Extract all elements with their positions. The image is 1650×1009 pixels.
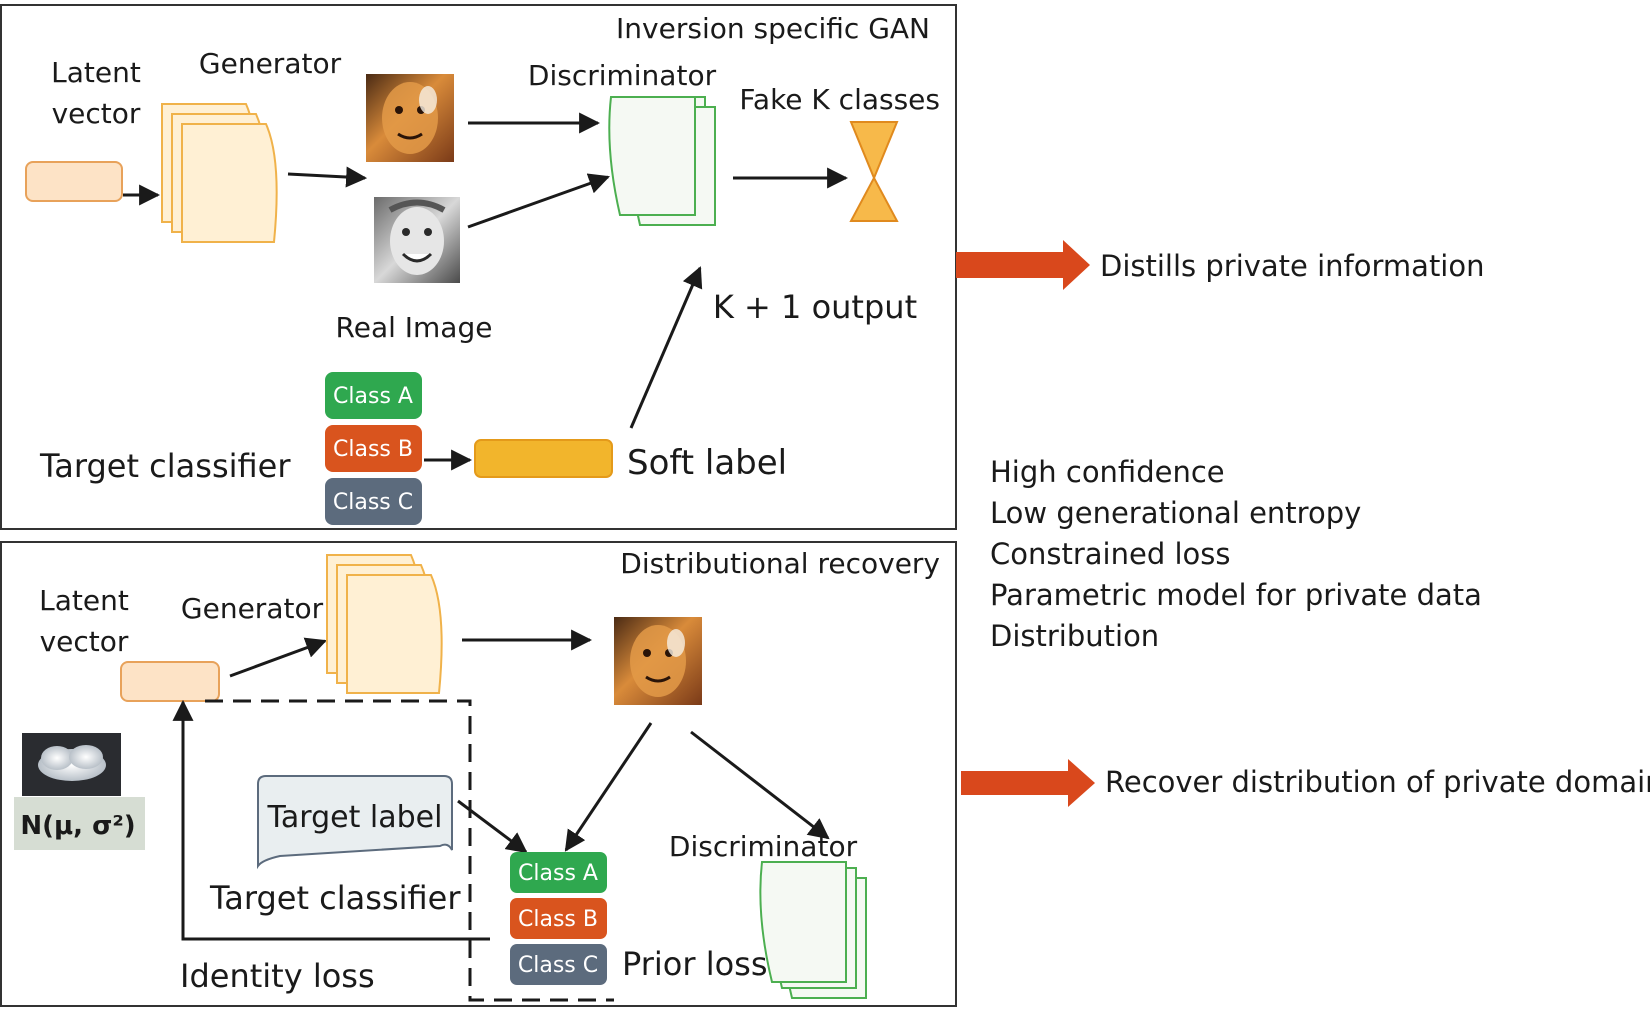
property-item: High confidence — [990, 455, 1225, 489]
bottom-class-a-badge — [510, 852, 607, 893]
top-latent-label-line2: vector — [52, 97, 141, 130]
bottom-target-classifier-label: Target classifier — [209, 879, 461, 917]
bottom-class-b-badge — [510, 898, 607, 939]
distribution-label: N(μ, σ²) — [20, 811, 135, 841]
bottom-class-c-label: Class C — [518, 953, 598, 978]
bottom-class-c-badge — [510, 944, 607, 985]
generated-face-image-top — [366, 74, 454, 162]
top-class-b-badge — [325, 425, 422, 472]
prior-loss-label: Prior loss — [622, 945, 768, 983]
top-discriminator-label: Discriminator — [528, 59, 717, 92]
recover-arrow-icon — [961, 759, 1095, 807]
k-plus-1-output-label: K + 1 output — [713, 288, 917, 326]
real-to-discriminator-arrow — [467, 173, 610, 229]
target-label-text: Target label — [267, 800, 443, 835]
bottom-latent-vector — [120, 661, 220, 702]
bottom-class-b-label: Class B — [518, 907, 598, 932]
bottom-discriminator-stack — [759, 861, 867, 999]
top-class-b-label: Class B — [333, 437, 413, 462]
bottom-panel-frame — [0, 541, 957, 1007]
generated-face-image-bottom — [614, 617, 702, 705]
bottom-latent-to-generator-arrow — [229, 637, 327, 678]
identity-loss-feedback-arrow — [172, 699, 490, 941]
property-item: Low generational entropy — [990, 496, 1362, 530]
top-class-c-badge — [325, 478, 422, 525]
top-panel-title: Inversion specific GAN — [616, 12, 930, 45]
top-generator-to-fake-arrow — [287, 166, 368, 188]
bottom-class-a-label: Class A — [518, 861, 598, 886]
real-image-label: Real Image — [336, 311, 493, 344]
real-face-image — [374, 197, 460, 283]
bottom-generator-stack — [326, 554, 443, 694]
recover-distribution-label: Recover distribution of private domain — [1105, 765, 1650, 799]
top-generator-stack — [161, 103, 278, 243]
top-latent-label-line1: Latent — [51, 56, 141, 89]
target-label-flag — [257, 775, 453, 870]
distills-arrow-icon — [956, 240, 1090, 290]
hourglass-output-icon — [849, 121, 899, 222]
top-discriminator-stack — [608, 96, 716, 226]
distills-private-information-label: Distills private information — [1100, 249, 1485, 283]
property-item: Constrained loss — [990, 537, 1231, 571]
top-class-a-badge — [325, 372, 422, 419]
identity-loss-label: Identity loss — [180, 957, 375, 995]
top-target-classifier-label: Target classifier — [39, 447, 291, 485]
bottom-generator-label: Generator — [181, 592, 324, 625]
top-class-a-label: Class A — [333, 384, 413, 409]
gaussian-cloud-image — [22, 733, 121, 796]
face-to-classifier-arrow — [564, 722, 653, 852]
top-latent-vector — [25, 161, 123, 202]
bottom-latent-label-line2: vector — [40, 625, 129, 658]
bottom-panel-title: Distributional recovery — [620, 547, 940, 580]
property-item: Parametric model for private data — [990, 578, 1482, 612]
fake-k-classes-label: Fake K classes — [739, 83, 940, 116]
target-label-to-classifier-arrow — [457, 799, 528, 854]
properties-list: High confidence Low generational entropy… — [990, 452, 1482, 657]
property-item: Distribution — [990, 619, 1160, 653]
face-to-discriminator-arrow — [690, 730, 830, 840]
top-generator-label: Generator — [199, 47, 342, 80]
distribution-label-box — [14, 797, 145, 850]
soft-label-to-discriminator-arrow — [629, 266, 703, 429]
top-class-c-label: Class C — [333, 490, 413, 515]
soft-label-bar — [474, 439, 613, 478]
bottom-discriminator-label: Discriminator — [669, 830, 858, 863]
bottom-latent-label-line1: Latent — [39, 584, 129, 617]
soft-label-text: Soft label — [627, 443, 787, 483]
